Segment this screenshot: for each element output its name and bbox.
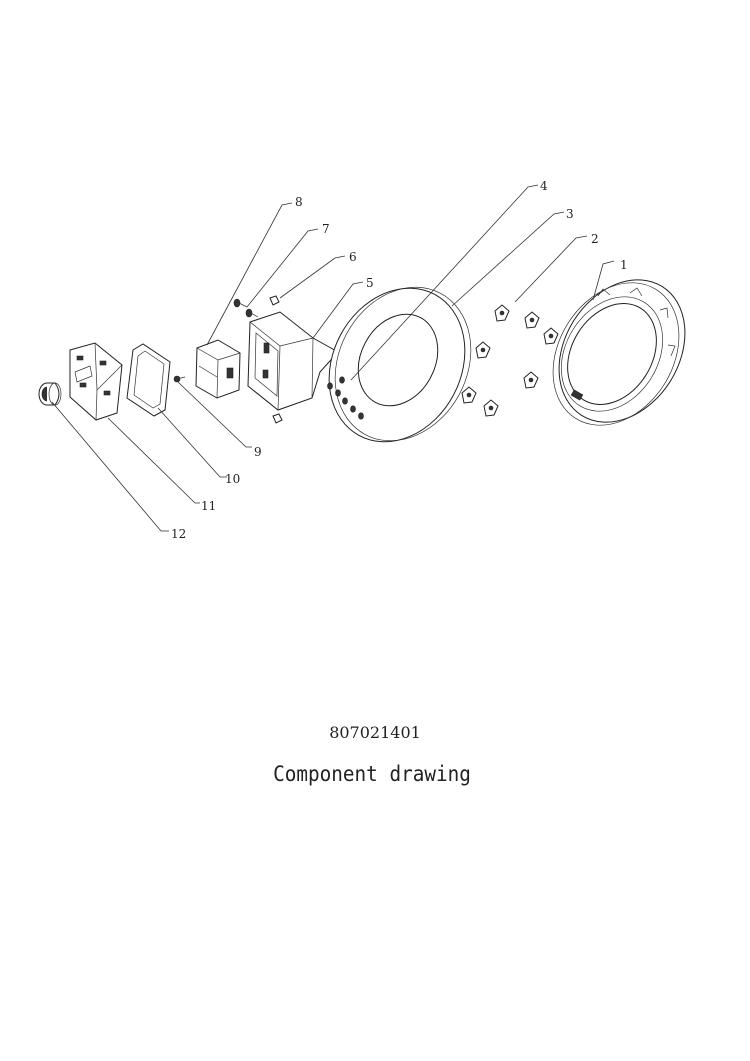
leader-5 [312, 281, 364, 339]
part-10-gasket [126, 343, 171, 417]
leader-1 [592, 260, 615, 301]
callout-8: 8 [295, 195, 303, 209]
part-7-screws [233, 298, 259, 318]
leader-8 [206, 202, 293, 346]
drawing-title: Component drawing [273, 762, 471, 786]
part-3-front-cover [328, 286, 472, 443]
callout-10: 10 [225, 472, 240, 486]
callout-9: 9 [254, 445, 262, 459]
part-4-led-row [327, 376, 364, 420]
part-11-rear-box [69, 342, 123, 421]
part-8-driver [195, 339, 241, 399]
leader-7 [246, 228, 319, 308]
leader-3 [451, 211, 565, 307]
part-2-clips [461, 304, 559, 417]
callout-4: 4 [540, 179, 548, 193]
callout-11: 11 [201, 499, 216, 513]
leader-10 [157, 407, 227, 478]
callout-5: 5 [366, 276, 374, 290]
leader-2 [514, 235, 588, 303]
part-1-frame-ring [552, 279, 686, 426]
callout-12: 12 [171, 527, 186, 541]
callout-labels: 1 2 3 4 5 6 7 8 9 10 11 12 [171, 179, 628, 541]
leader-lines [51, 184, 615, 532]
part-5-housing [247, 311, 339, 411]
leader-4 [350, 184, 539, 381]
drawing-number: 807021401 [329, 723, 421, 742]
callout-2: 2 [591, 232, 599, 246]
leader-9 [177, 381, 252, 448]
part-12-nut [38, 382, 62, 406]
callout-1: 1 [620, 258, 628, 272]
callout-6: 6 [349, 250, 357, 264]
leader-12 [51, 401, 169, 532]
leader-11 [107, 417, 200, 504]
part-9-screw [173, 375, 186, 383]
callout-3: 3 [566, 207, 574, 221]
callout-7: 7 [322, 222, 330, 236]
leader-6 [279, 255, 346, 299]
part-6-nut [269, 295, 283, 424]
